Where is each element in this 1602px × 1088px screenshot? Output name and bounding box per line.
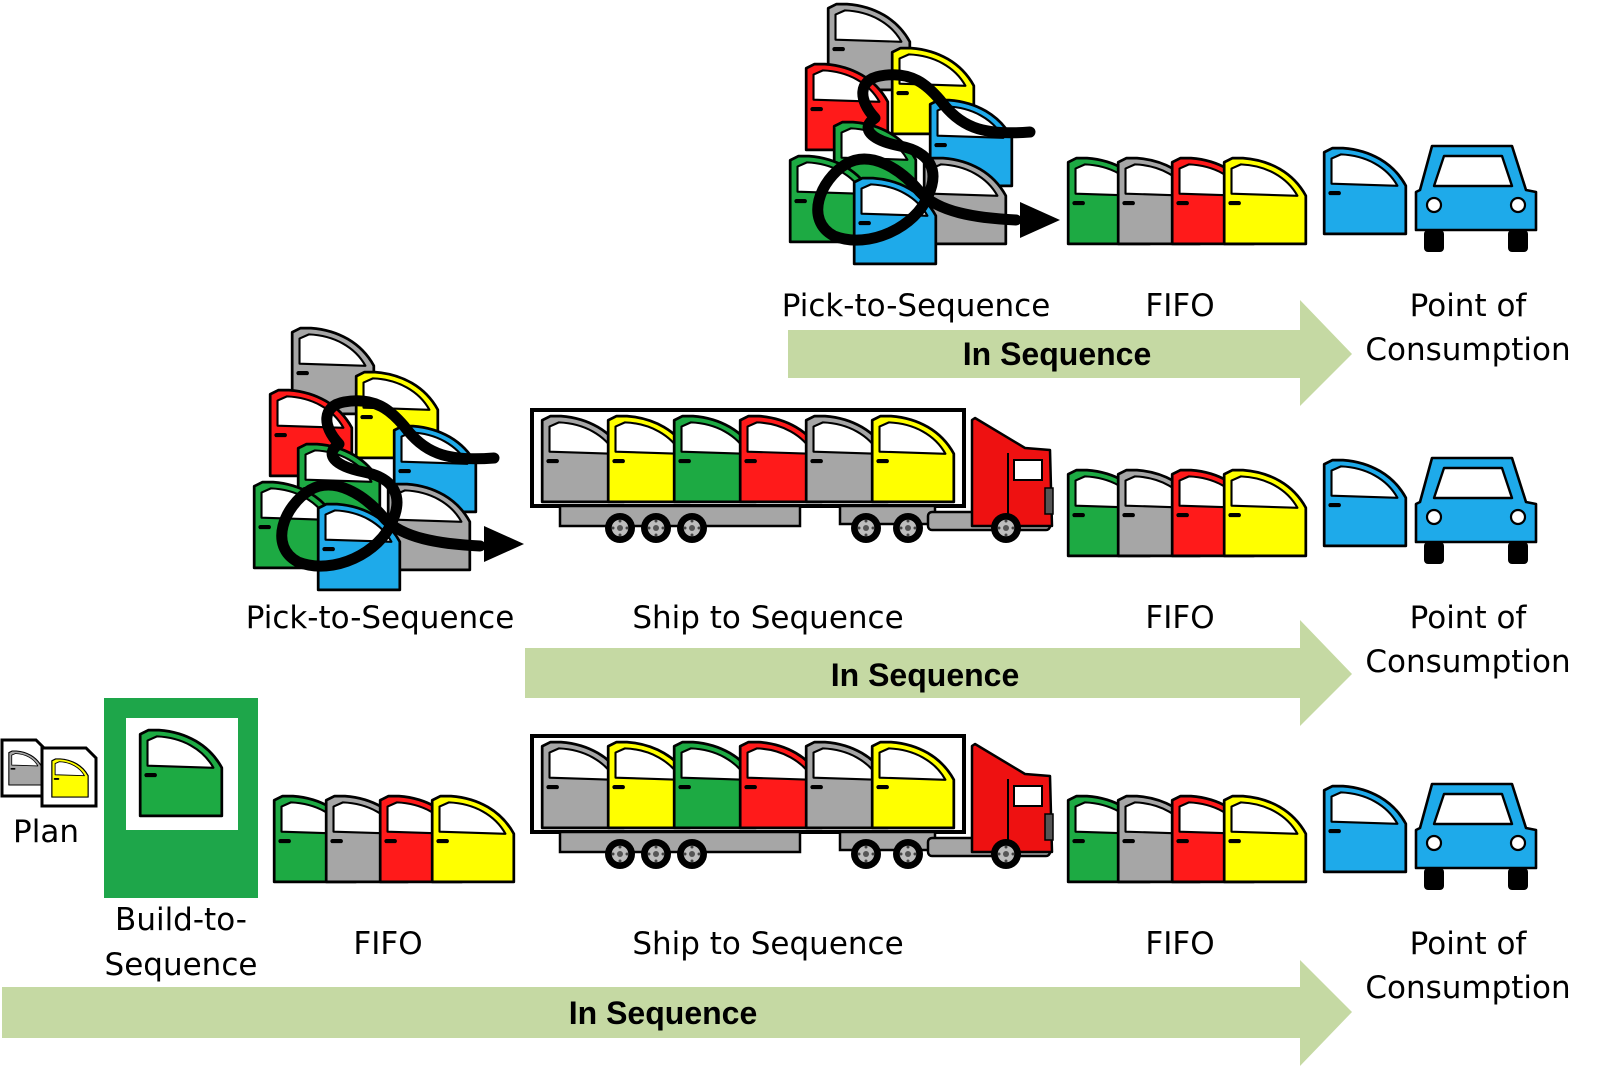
arrow-head-icon [484,526,524,562]
label-poc-bottom-line1: Point of [1410,926,1528,962]
car-icon-middle [1414,456,1538,566]
car-icon-bottom [1414,782,1538,892]
label-poc-bottom-line2: Consumption [1365,970,1570,1006]
arrow-label-top: In Sequence [963,336,1152,372]
label-pick-to-sequence-top: Pick-to-Sequence [782,288,1051,324]
plan-cards-icon [0,738,98,808]
consumption-door-top [1322,146,1408,236]
label-pick-to-sequence-middle: Pick-to-Sequence [246,600,515,636]
label-poc-top-line1: Point of [1410,288,1528,324]
arrow-label-bottom: In Sequence [569,995,758,1031]
build-to-sequence-kanban [104,698,258,898]
fifo-doors-middle [1066,468,1308,558]
arrow-label-middle: In Sequence [831,657,1020,693]
label-fifo-bottom-right: FIFO [1145,926,1214,962]
pick-path-icon [812,69,1036,246]
pick-to-sequence-pile-top [788,2,1060,266]
fifo-doors-bottom-right [1066,794,1308,884]
truck-bottom [530,734,1055,870]
fifo-doors-bottom-left [272,794,516,884]
label-fifo-bottom-left: FIFO [353,926,422,962]
in-sequence-arrow-bottom: In Sequence [2,960,1352,1066]
consumption-door-bottom [1322,784,1408,874]
pick-path-icon [276,395,500,572]
label-ship-to-sequence-bottom: Ship to Sequence [632,926,903,962]
in-sequence-arrow-middle: In Sequence [525,620,1352,726]
arrow-head-icon [1020,202,1060,238]
pick-to-sequence-pile-middle [252,326,524,592]
label-poc-middle-line1: Point of [1410,600,1528,636]
label-build-to-sequence-line2: Sequence [105,947,258,983]
consumption-door-middle [1322,458,1408,548]
in-sequence-arrow-top: In Sequence [788,300,1352,406]
fifo-doors-top [1066,156,1308,246]
label-build-to-sequence-line1: Build-to- [115,902,247,938]
car-icon-top [1414,144,1538,254]
label-poc-top-line2: Consumption [1365,332,1570,368]
truck-middle [530,408,1055,544]
label-ship-to-sequence-middle: Ship to Sequence [632,600,903,636]
label-fifo-top: FIFO [1145,288,1214,324]
label-fifo-middle: FIFO [1145,600,1214,636]
label-poc-middle-line2: Consumption [1365,644,1570,680]
label-plan: Plan [13,814,79,850]
